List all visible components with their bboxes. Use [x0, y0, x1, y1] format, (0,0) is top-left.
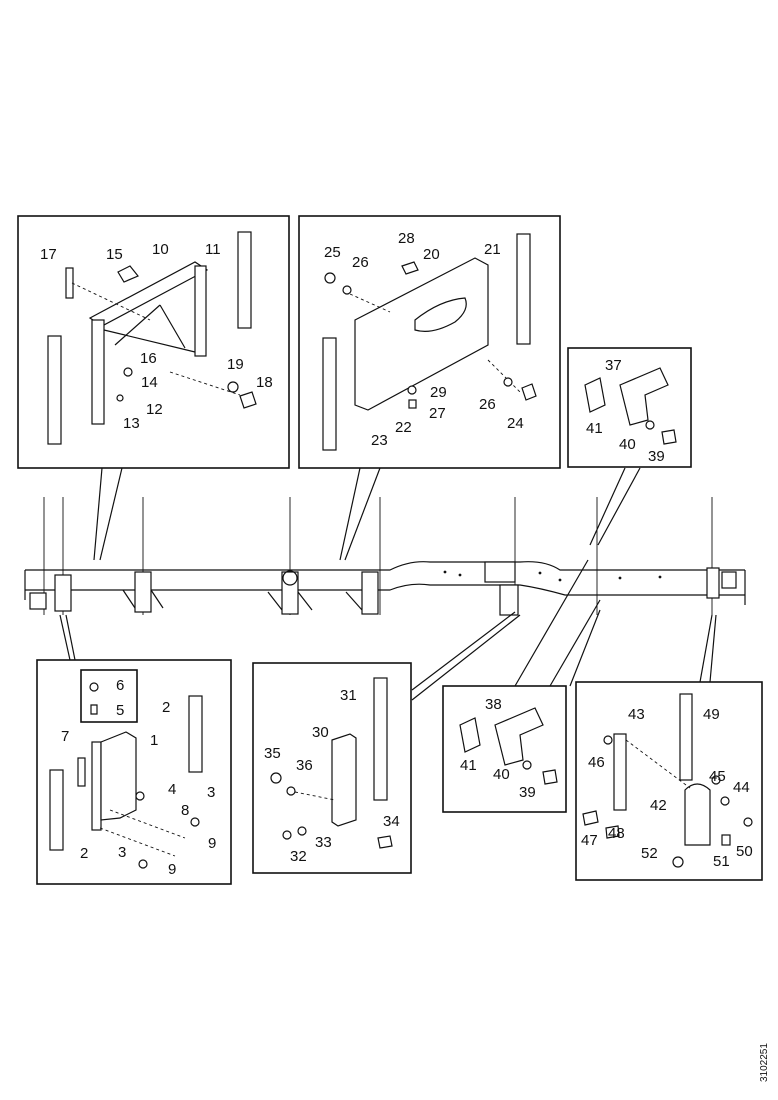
- panel-top-right: [567, 347, 692, 468]
- label-41: 41: [586, 420, 603, 437]
- panel-bottom-left: [36, 659, 232, 885]
- label-29: 29: [430, 384, 447, 401]
- label-17: 17: [40, 246, 57, 263]
- panel-top-middle-labels: 28 25 26 20 21 29 26 27 22 23 24: [324, 230, 524, 449]
- label-32: 32: [290, 848, 307, 865]
- label-39: 39: [519, 784, 536, 801]
- label-2: 2: [80, 845, 88, 862]
- label-45: 45: [709, 768, 726, 785]
- label-19: 19: [227, 356, 244, 373]
- label-26: 26: [352, 254, 369, 271]
- label-13: 13: [123, 415, 140, 432]
- label-5: 5: [116, 702, 124, 719]
- panel-bottom-middle-labels: 31 30 35 36 34 32 33: [264, 687, 400, 865]
- label-7: 7: [61, 728, 69, 745]
- label-40: 40: [493, 766, 510, 783]
- label-30: 30: [312, 724, 329, 741]
- label-10: 10: [152, 241, 169, 258]
- label-37: 37: [605, 357, 622, 374]
- label-46: 46: [588, 754, 605, 771]
- label-9: 9: [208, 835, 216, 852]
- label-21: 21: [484, 241, 501, 258]
- panel-bottom-right: [575, 681, 763, 881]
- label-23: 23: [371, 432, 388, 449]
- label-50: 50: [736, 843, 753, 860]
- label-22: 22: [395, 419, 412, 436]
- label-52: 52: [641, 845, 658, 862]
- label-16: 16: [140, 350, 157, 367]
- label-6: 6: [116, 677, 124, 694]
- panel-bottom-middle: [252, 662, 412, 874]
- panel-top-right-labels: 37 41 40 39: [586, 357, 665, 465]
- label-3: 3: [207, 784, 215, 801]
- panel-bottom-center-right-labels: 38 41 40 39: [460, 696, 536, 801]
- label-40: 40: [619, 436, 636, 453]
- label-18: 18: [256, 374, 273, 391]
- label-44: 44: [733, 779, 750, 796]
- label-51: 51: [713, 853, 730, 870]
- label-41: 41: [460, 757, 477, 774]
- label-39: 39: [648, 448, 665, 465]
- label-14: 14: [141, 374, 158, 391]
- label-15: 15: [106, 246, 123, 263]
- chassis-frame: [24, 497, 746, 616]
- label-28: 28: [398, 230, 415, 247]
- panel-bottom-right-labels: 43 49 46 45 44 42 47 48 52 51 50: [581, 706, 753, 870]
- label-9: 9: [168, 861, 176, 878]
- label-34: 34: [383, 813, 400, 830]
- label-43: 43: [628, 706, 645, 723]
- label-42: 42: [650, 797, 667, 814]
- label-1: 1: [150, 732, 158, 749]
- panel-bottom-left-labels: 6 5 2 7 1 4 8 3 9 2 3 9: [61, 677, 216, 878]
- label-47: 47: [581, 832, 598, 849]
- label-48: 48: [608, 825, 625, 842]
- callout-leaders: [59, 467, 717, 701]
- label-38: 38: [485, 696, 502, 713]
- label-26: 26: [479, 396, 496, 413]
- panel-top-left-labels: 17 15 10 11 16 14 19 18 12 13: [40, 241, 273, 432]
- document-number: 3102251: [759, 1043, 770, 1082]
- label-20: 20: [423, 246, 440, 263]
- label-49: 49: [703, 706, 720, 723]
- panel-top-left: [17, 215, 290, 469]
- panel-bottom-center-right: [442, 685, 567, 813]
- label-12: 12: [146, 401, 163, 418]
- label-11: 11: [205, 241, 221, 258]
- label-36: 36: [296, 757, 313, 774]
- label-35: 35: [264, 745, 281, 762]
- label-24: 24: [507, 415, 524, 432]
- label-27: 27: [429, 405, 446, 422]
- label-25: 25: [324, 244, 341, 261]
- panel-top-middle: [298, 215, 561, 469]
- label-33: 33: [315, 834, 332, 851]
- label-2: 2: [162, 699, 170, 716]
- label-8: 8: [181, 802, 189, 819]
- label-3: 3: [118, 844, 126, 861]
- label-4: 4: [168, 781, 176, 798]
- label-31: 31: [340, 687, 357, 704]
